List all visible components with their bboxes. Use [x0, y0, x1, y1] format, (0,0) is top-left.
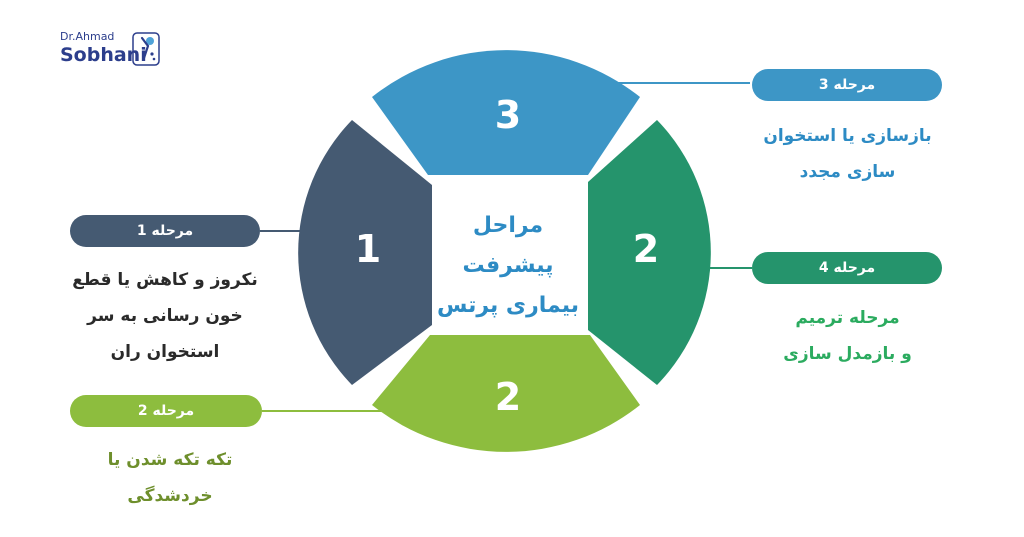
center-title-line2: پیشرفت [462, 253, 553, 278]
stage3-description: بازسازی یا استخوان سازی مجدد [725, 118, 970, 190]
stage2-label: مرحله 2 [70, 395, 262, 427]
stage2-desc-line1: تکه تکه شدن یا [107, 450, 233, 470]
segment-right-number: 2 [633, 227, 659, 271]
stage3-desc-line1: بازسازی یا استخوان [763, 126, 932, 146]
stage1-desc-line1: نکروز و کاهش یا قطع [72, 270, 258, 290]
segment-top [372, 50, 640, 175]
stage3-desc-line2: سازی مجدد [799, 162, 896, 182]
stage4-label: مرحله 4 [752, 252, 942, 284]
stage1-desc-line2: خون رسانی به سر [87, 306, 243, 326]
stage1-desc-line3: استخوان ران [110, 342, 220, 362]
center-title-line3: بیماری پرتس [437, 293, 579, 318]
logo-big-text: Sobhani [60, 44, 147, 66]
logo: Dr.Ahmad Sobhani [60, 30, 170, 74]
segment-top-number: 3 [495, 93, 521, 137]
segment-bottom [372, 335, 640, 452]
segment-left-number: 1 [355, 227, 381, 271]
stage2-desc-line2: خردشدگی [127, 486, 213, 506]
stage3-label: مرحله 3 [752, 69, 942, 101]
stage2-description: تکه تکه شدن یا خردشدگی [55, 442, 285, 514]
segment-bottom-number: 2 [495, 375, 521, 419]
stage1-description: نکروز و کاهش یا قطع خون رسانی به سر استخ… [40, 262, 290, 370]
segment-right [588, 120, 711, 385]
stage1-label: مرحله 1 [70, 215, 260, 247]
stage4-desc-line2: و بازمدل سازی [783, 344, 912, 364]
center-title-line1: مراحل [473, 213, 543, 238]
stage4-description: مرحله ترمیم و بازمدل سازی [725, 300, 970, 372]
stage4-desc-line1: مرحله ترمیم [795, 308, 900, 328]
segment-left [298, 120, 432, 385]
logo-small-text: Dr.Ahmad [60, 30, 115, 43]
bone-joint-icon [132, 32, 160, 66]
